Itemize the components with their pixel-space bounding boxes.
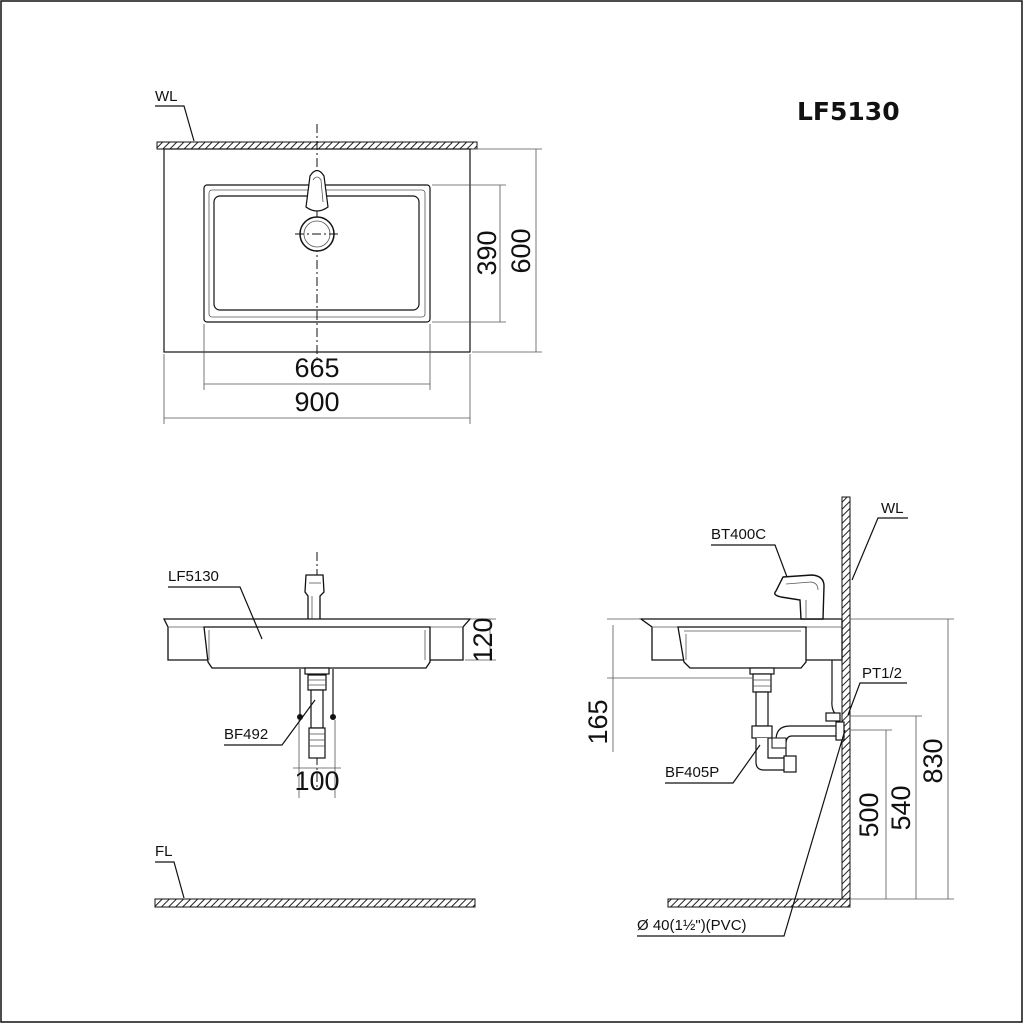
front-drain-flange <box>304 667 330 675</box>
floor-leader <box>155 861 185 899</box>
dim-overall-width: 900 <box>294 387 339 417</box>
front-trap-pipe <box>310 689 324 729</box>
front-trap-label: BF492 <box>224 726 268 743</box>
top-view-wall-label: WL <box>155 88 178 105</box>
side-trap-cap <box>783 755 797 773</box>
model-title: LF5130 <box>797 97 900 126</box>
front-drain-nut <box>307 674 327 691</box>
side-drain-flange <box>749 667 775 675</box>
top-view-wall-leader <box>155 105 195 142</box>
dim-bowl-width: 665 <box>294 353 339 383</box>
floor-line <box>154 898 476 908</box>
side-supply-label: PT1/2 <box>862 665 902 682</box>
dim-side-rim-height: 830 <box>918 738 948 783</box>
dim-side-supply-height: 540 <box>886 785 916 830</box>
side-wall-flange <box>835 721 845 741</box>
side-bowl-icon <box>677 626 807 669</box>
faucet-front-icon <box>304 574 325 621</box>
dim-front-rim-height: 120 <box>468 617 498 662</box>
dim-side-drain-height: 500 <box>854 792 884 837</box>
side-floor <box>667 898 851 908</box>
side-pipe-label: Ø 40(1½")(PVC) <box>637 917 747 934</box>
side-view: WL BT400C PT1/2 BF405P Ø 40( <box>583 496 954 937</box>
side-trap-pipe <box>755 691 769 727</box>
side-faucet-icon <box>774 574 825 620</box>
side-wall-leader <box>851 517 908 581</box>
dim-overall-depth: 600 <box>506 228 536 273</box>
dim-bowl-depth: 390 <box>472 230 502 275</box>
side-drain-nut <box>752 673 772 693</box>
front-trap-leader <box>224 699 316 746</box>
side-faucet-leader <box>711 544 788 578</box>
front-basin-leader <box>168 586 263 640</box>
front-trap-lower <box>308 727 326 759</box>
side-trap-nut <box>751 725 773 739</box>
front-view: 120 100 LF5130 BF492 FL <box>154 552 498 908</box>
side-supply-leader <box>847 682 907 716</box>
front-basin-label: LF5130 <box>168 568 219 585</box>
side-supply-hose <box>831 660 839 717</box>
dim-trap-width: 100 <box>294 766 339 796</box>
floor-label: FL <box>155 843 173 860</box>
faucet-top-highlight <box>312 176 324 203</box>
top-view: WL 390 600 665 900 <box>155 88 542 424</box>
side-trap-leader <box>665 744 761 784</box>
side-angle-valve <box>825 712 841 722</box>
faucet-top-icon <box>305 169 329 212</box>
side-pipe-leader <box>637 729 846 937</box>
side-trap-label: BF405P <box>665 764 719 781</box>
side-faucet-label: BT400C <box>711 526 766 543</box>
front-bowl-icon <box>203 626 431 669</box>
side-wall <box>841 496 851 908</box>
dim-side-basin-depth: 165 <box>583 699 613 744</box>
side-wall-label: WL <box>881 500 904 517</box>
